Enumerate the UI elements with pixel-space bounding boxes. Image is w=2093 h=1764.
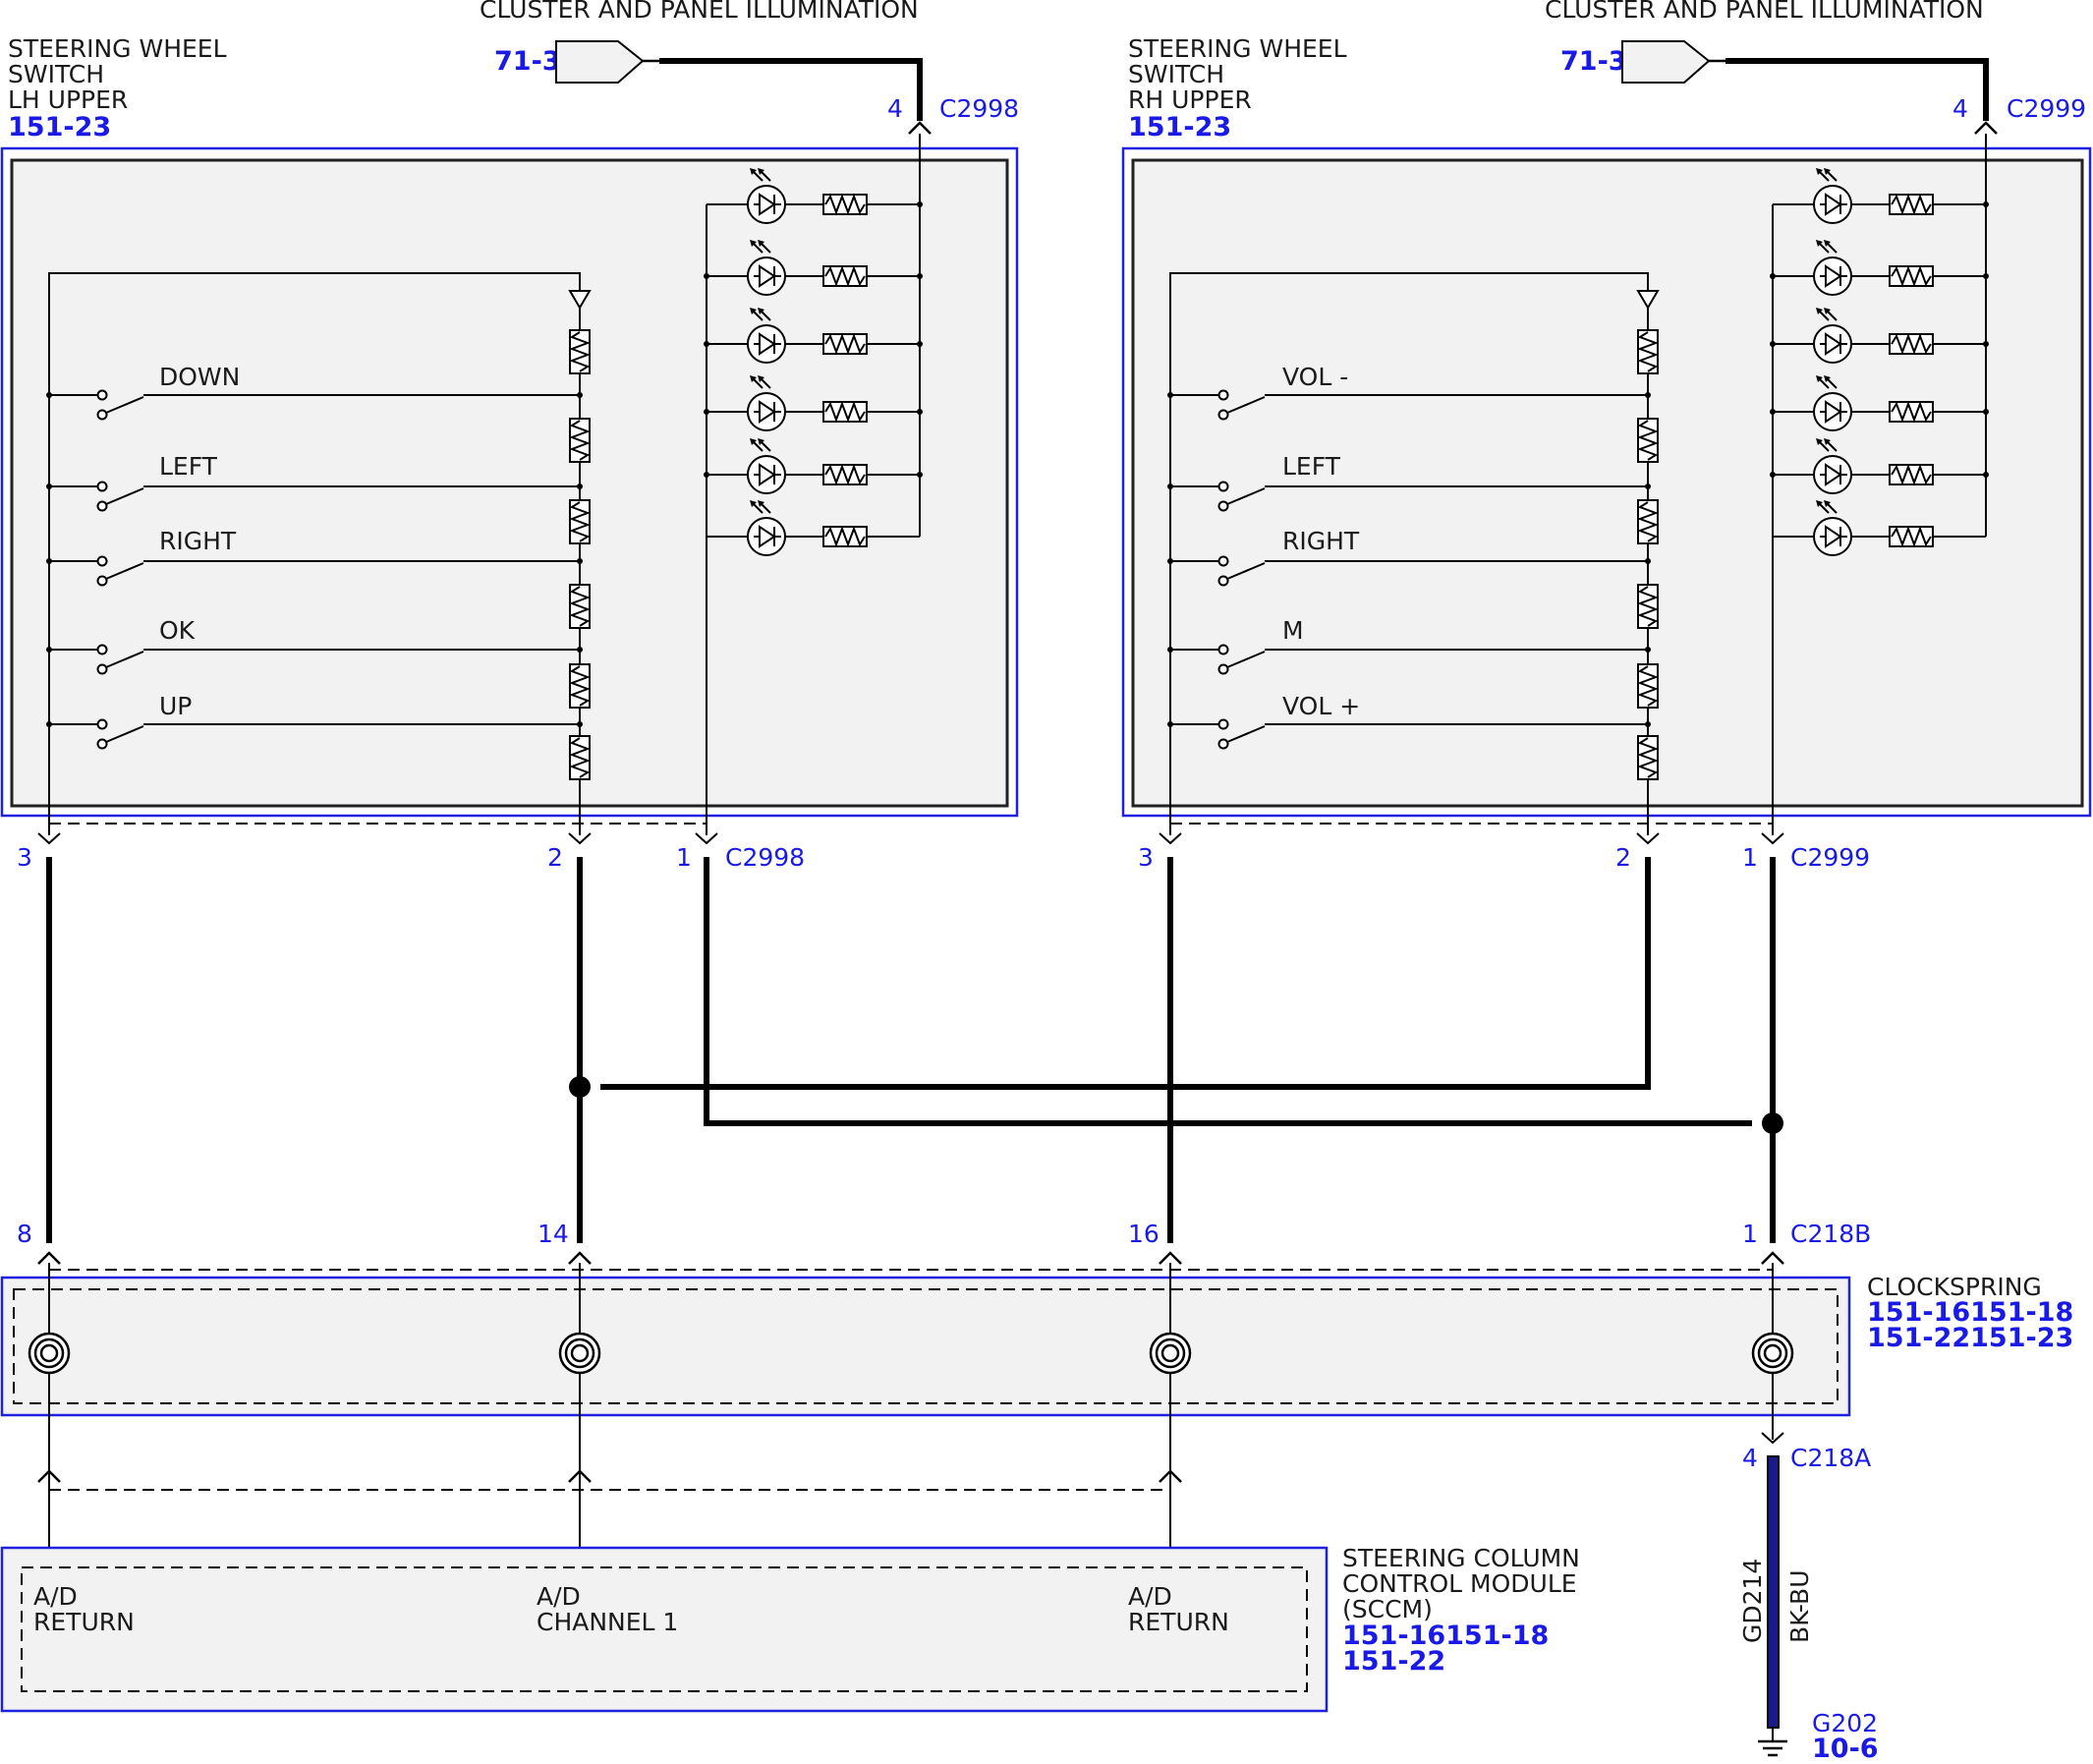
rh-switch-name-line3: RH UPPER — [1128, 85, 1252, 114]
rh-bottom-pin-1: 1 — [1742, 843, 1758, 872]
clockspring-frame — [0, 1276, 1851, 1417]
rh-illumination-connector-flag — [1621, 40, 1711, 84]
clockspring-bottom-pin: 4 — [1742, 1444, 1758, 1472]
lh-top-connector: C2998 — [939, 94, 1019, 123]
lh-switch-ref-link[interactable]: 151-23 — [8, 112, 111, 142]
ground-wire — [1767, 1455, 1780, 1729]
lh-switch-name-line2: SWITCH — [8, 60, 104, 88]
clockspring-pin-16: 16 — [1128, 1220, 1160, 1248]
rh-switch-ref-link[interactable]: 151-23 — [1128, 112, 1231, 142]
clockspring-coil-1 — [28, 1332, 71, 1375]
rh-illumination-wire — [1725, 58, 1989, 121]
clockspring-coil-4 — [1751, 1332, 1794, 1375]
lh-switch-label-down: DOWN — [159, 363, 240, 391]
sccm-terminal-2-line1: A/D — [537, 1582, 581, 1611]
lh-switch-label-right: RIGHT — [159, 527, 237, 555]
sccm-inner-dashed — [21, 1566, 1308, 1692]
rh-switch-label-m: M — [1282, 616, 1304, 645]
rh-switch-label-left: LEFT — [1282, 452, 1341, 481]
rh-bottom-pin-3: 3 — [1138, 843, 1154, 872]
rh-switch-body — [1131, 158, 2084, 808]
clockspring-pin-14: 14 — [537, 1220, 569, 1248]
rh-bottom-connector: C2999 — [1790, 843, 1870, 872]
ground-color-label: BK-BU — [1785, 1570, 1814, 1644]
clockspring-pin-8: 8 — [17, 1220, 32, 1248]
sccm-frame — [0, 1546, 1329, 1713]
sccm-terminal-3-line2: RETURN — [1128, 1608, 1229, 1636]
clockspring-ref-line1[interactable]: 151-16151-18 — [1867, 1297, 2073, 1328]
ground-symbol-icon — [1758, 1728, 1787, 1757]
ground-circuit-label: GD214 — [1738, 1559, 1767, 1643]
lh-switch-label-up: UP — [159, 692, 192, 720]
sccm-name-line1: STEERING COLUMN — [1342, 1544, 1580, 1572]
rh-top-connector: C2999 — [2007, 94, 2086, 123]
lh-top-pin: 4 — [887, 94, 903, 123]
illumination-title-left: CLUSTER AND PANEL ILLUMINATION — [480, 0, 919, 24]
rh-switch-name-line2: SWITCH — [1128, 60, 1224, 88]
clockspring-inner-dashed — [13, 1288, 1838, 1404]
clockspring-ref-line2[interactable]: 151-22151-23 — [1867, 1323, 2073, 1353]
lh-bottom-pin-2: 2 — [547, 843, 563, 872]
rh-switch-label-vol-plus: VOL + — [1282, 692, 1360, 720]
clockspring-bottom-connector: C218A — [1790, 1444, 1871, 1472]
lh-illumination-connector-flag — [555, 40, 645, 84]
rh-bottom-pin-2: 2 — [1615, 843, 1631, 872]
sccm-name-line2: CONTROL MODULE — [1342, 1569, 1577, 1598]
ground-name: G202 — [1812, 1709, 1878, 1737]
rh-led-circuit — [1770, 134, 1989, 835]
sccm-terminal-1-line2: RETURN — [33, 1608, 135, 1636]
lh-switch-name-line1: STEERING WHEEL — [8, 34, 227, 63]
rh-switch-name-line1: STEERING WHEEL — [1128, 34, 1347, 63]
ground-ref-link[interactable]: 10-6 — [1812, 1734, 1879, 1764]
lh-illumination-wire — [659, 58, 923, 121]
lh-bottom-connector: C2998 — [725, 843, 805, 872]
rh-top-pin: 4 — [1952, 94, 1968, 123]
sccm-name-line3: (SCCM) — [1342, 1595, 1433, 1623]
sccm-ref-line2[interactable]: 151-22 — [1342, 1646, 1445, 1677]
clockspring-coil-2 — [558, 1332, 601, 1375]
clockspring-name: CLOCKSPRING — [1867, 1273, 2042, 1301]
lh-switch-label-ok: OK — [159, 616, 196, 645]
lh-switch-label-left: LEFT — [159, 452, 218, 481]
lh-led-circuit — [704, 134, 923, 835]
lh-switch-name-line3: LH UPPER — [8, 85, 128, 114]
rh-switch-label-right: RIGHT — [1282, 527, 1360, 555]
splice-rh — [1762, 1112, 1783, 1134]
illumination-title-right: CLUSTER AND PANEL ILLUMINATION — [1545, 0, 1984, 24]
sccm-terminal-1-line1: A/D — [33, 1582, 78, 1611]
rh-switch-label-vol-minus: VOL - — [1282, 363, 1348, 391]
lh-illumination-ref-link[interactable]: 71-3 — [494, 46, 561, 77]
sccm-terminal-2-line2: CHANNEL 1 — [537, 1608, 678, 1636]
lh-switch-ladder — [46, 272, 592, 835]
harness-wires — [46, 857, 1776, 1243]
rh-illumination-ref-link[interactable]: 71-3 — [1560, 46, 1627, 77]
sccm-ref-line1[interactable]: 151-16151-18 — [1342, 1621, 1549, 1651]
lh-bottom-pin-1: 1 — [676, 843, 692, 872]
splice-lh — [569, 1076, 591, 1098]
lh-bottom-pin-3: 3 — [17, 843, 32, 872]
clockspring-top-connector: C218B — [1790, 1220, 1871, 1248]
sccm-terminal-3-line1: A/D — [1128, 1582, 1172, 1611]
clockspring-pin-1: 1 — [1742, 1220, 1758, 1248]
clockspring-coil-3 — [1149, 1332, 1192, 1375]
rh-switch-ladder — [1167, 272, 1660, 835]
